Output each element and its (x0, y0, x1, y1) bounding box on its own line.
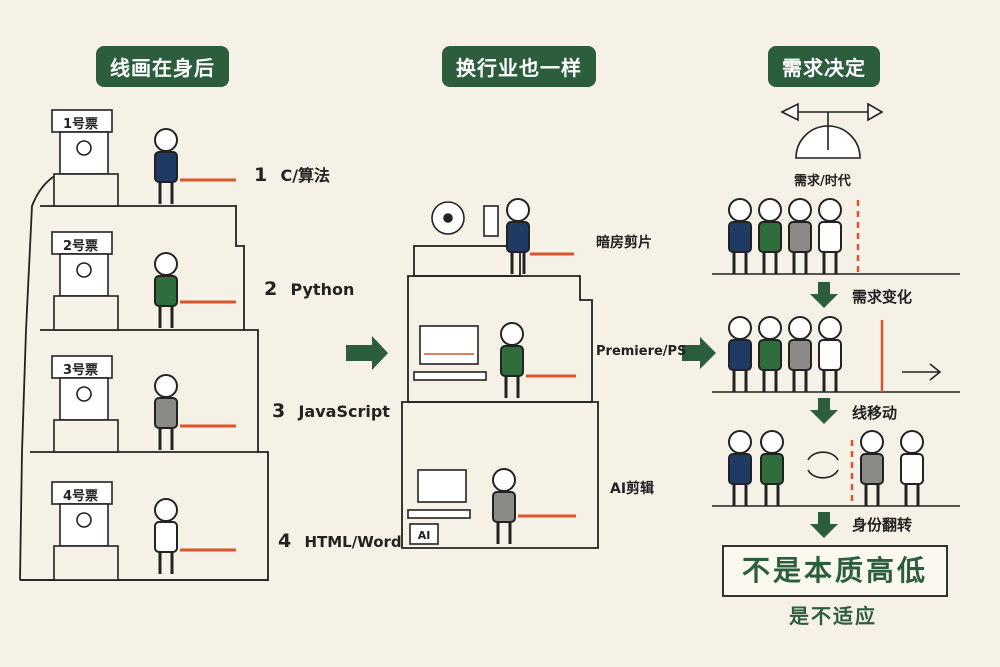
column-title-industry: 换行业也一样 (442, 46, 596, 87)
r2-person-3 (787, 315, 813, 394)
level-4-label: 4 HTML/Word (278, 530, 402, 552)
middle-label-darkroom: 暗房剪片 (596, 235, 652, 251)
middle-blocks (401, 245, 599, 549)
arrow-middle-to-right (682, 337, 716, 369)
middle-label-ai: AI剪辑 (610, 481, 655, 497)
level-2-number: 2 (264, 278, 278, 300)
ai-chip-label: AI (418, 529, 431, 542)
person-level-3 (153, 373, 179, 452)
level-2-text: Python (290, 280, 355, 299)
r2-person-1 (727, 315, 753, 394)
step-demand-change: 需求变化 (852, 288, 913, 306)
r1-person-4 (817, 197, 843, 276)
column-title-lines: 线画在身后 (96, 46, 229, 87)
arrow-left-to-middle (346, 336, 388, 370)
laptop-ai-icon (407, 469, 471, 545)
level-2-label: 2 Python (264, 278, 354, 300)
person-level-1 (153, 127, 179, 206)
step-line-moves: 线移动 (852, 404, 898, 422)
level-3-number: 3 (272, 400, 286, 422)
r3-person-2 (759, 429, 785, 508)
r2-person-4 (817, 315, 843, 394)
r1-person-3 (787, 197, 813, 276)
level-4-number: 4 (278, 530, 292, 552)
column-title-demand: 需求决定 (768, 46, 880, 87)
r3-person-3 (859, 429, 885, 508)
ticket-booth-4 (51, 481, 119, 581)
ticket-booth-3 (51, 355, 119, 453)
move-arrow-icon (902, 363, 942, 381)
person-level-2 (153, 251, 179, 330)
level-1-label: 1 C/算法 (254, 162, 330, 186)
r3-person-1 (727, 429, 753, 508)
level-1-text: C/算法 (280, 166, 331, 185)
conclusion-box: 不是本质高低 (722, 545, 948, 597)
person-ai-edit (491, 467, 517, 546)
level-3-label: 3 JavaScript (272, 400, 390, 422)
ticket-booth-1 (51, 109, 119, 207)
r1-person-1 (727, 197, 753, 276)
gauge-label: 需求/时代 (794, 174, 851, 189)
conclusion-sub: 是不适应 (789, 604, 877, 628)
down-arrow-2 (810, 398, 838, 424)
swap-icon (807, 451, 839, 479)
r2-person-2 (757, 315, 783, 394)
ticket-label-4: 4号票 (63, 489, 99, 504)
level-1-number: 1 (254, 164, 268, 186)
ticket-label-1: 1号票 (63, 117, 99, 132)
ticket-label-3: 3号票 (63, 363, 99, 378)
r3-person-4 (899, 429, 925, 508)
level-4-text: HTML/Word (304, 533, 402, 551)
r1-person-2 (757, 197, 783, 276)
level-3-text: JavaScript (298, 402, 390, 421)
monitor-icon (413, 325, 487, 381)
person-level-4 (153, 497, 179, 576)
down-arrow-1 (810, 282, 838, 308)
down-arrow-3 (810, 512, 838, 538)
ticket-label-2: 2号票 (63, 239, 99, 254)
step-identity-flip: 身份翻转 (852, 516, 913, 534)
person-premiere (499, 321, 525, 400)
middle-label-premiere: Premiere/PS (596, 344, 687, 359)
film-reel-icon (431, 201, 499, 237)
ticket-booth-2 (51, 231, 119, 331)
gauge-icon (780, 102, 884, 159)
person-darkroom (505, 197, 531, 276)
